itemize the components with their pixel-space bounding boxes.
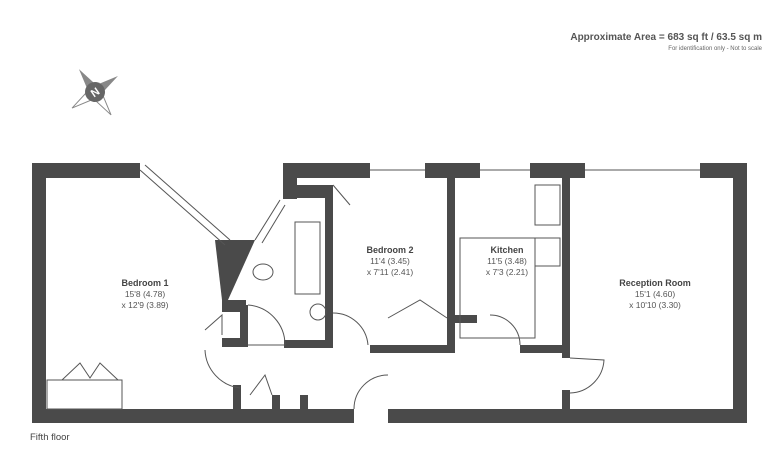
room-name: Bedroom 1: [121, 278, 169, 288]
room-dimension: 15'8 (4.78): [124, 289, 166, 299]
scale-note: For identification only - Not to scale: [668, 46, 762, 52]
room-dimension: x 7'11 (2.41): [366, 267, 414, 277]
compass-icon: N: [71, 69, 118, 116]
room-dimension: 11'4 (3.45): [370, 256, 410, 266]
walls: [32, 163, 747, 423]
room-name: Kitchen: [490, 245, 524, 255]
fixtures: [46, 164, 700, 410]
room-bedroom-2: Bedroom 2 11'4 (3.45) x 7'11 (2.41): [335, 245, 445, 278]
room-dimension: x 12'9 (3.89): [121, 300, 169, 310]
floor-label: Fifth floor: [30, 432, 70, 443]
room-dimension: 15'1 (4.60): [634, 289, 676, 299]
room-name: Reception Room: [619, 278, 691, 288]
approximate-area: Approximate Area = 683 sq ft / 63.5 sq m: [570, 32, 762, 43]
room-name: Bedroom 2: [366, 245, 414, 255]
room-dimension: 11'5 (3.48): [487, 256, 527, 266]
room-reception: Reception Room 15'1 (4.60) x 10'10 (3.30…: [595, 278, 715, 311]
room-dimension: x 10'10 (3.30): [629, 300, 681, 310]
room-kitchen: Kitchen 11'5 (3.48) x 7'3 (2.21): [462, 245, 552, 278]
room-dimension: x 7'3 (2.21): [485, 267, 529, 277]
room-bedroom-1: Bedroom 1 15'8 (4.78) x 12'9 (3.89): [90, 278, 200, 311]
